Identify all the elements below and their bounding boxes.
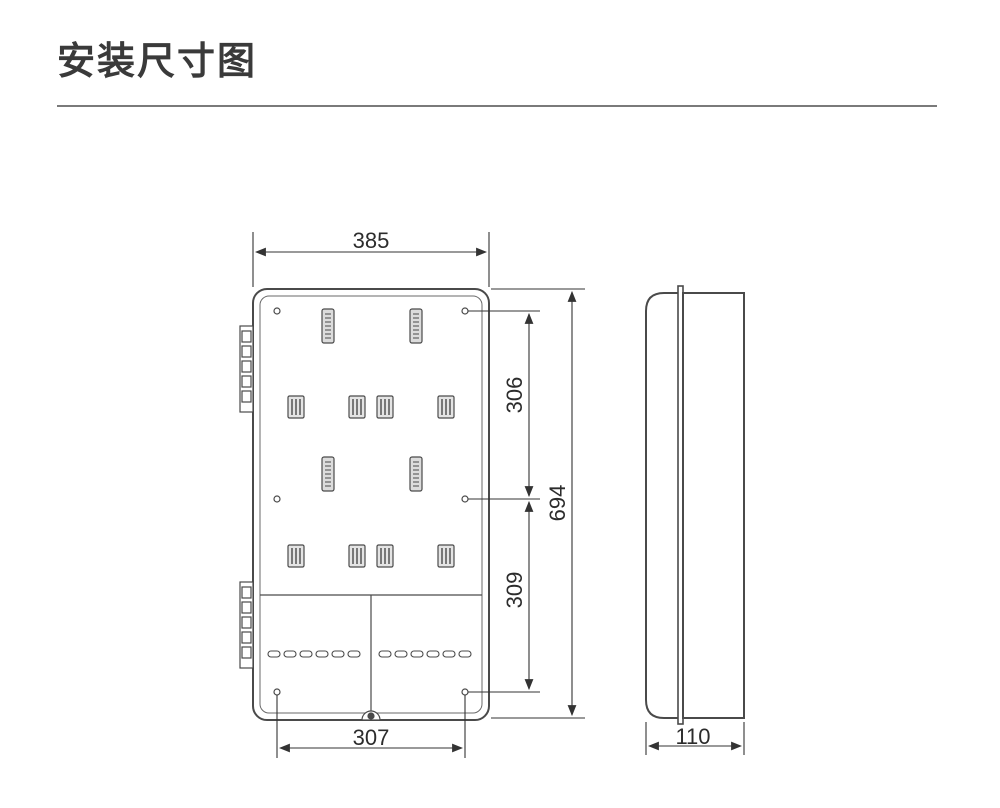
dim-width-bottom: 307: [353, 725, 390, 750]
dim-height-lower: 309: [502, 572, 527, 609]
dim-height-total: 694: [545, 485, 570, 522]
dim-depth: 110: [675, 724, 710, 749]
page-title: 安装尺寸图: [57, 39, 258, 83]
front-view: [239, 288, 490, 721]
lock-icon: [361, 710, 381, 721]
dimension-lines: [252, 232, 585, 758]
terminal-blocks: [287, 395, 455, 568]
title-divider: [57, 105, 937, 107]
left-hinge-tabs-lower: [239, 581, 254, 669]
depth-dimension: [645, 722, 745, 755]
meter-modules: [321, 308, 423, 492]
side-view: [645, 285, 745, 725]
breaker-compartment: [260, 594, 482, 713]
dim-height-upper: 306: [502, 377, 527, 414]
left-hinge-tabs-upper: [239, 325, 254, 413]
dim-width-top: 385: [353, 228, 390, 253]
